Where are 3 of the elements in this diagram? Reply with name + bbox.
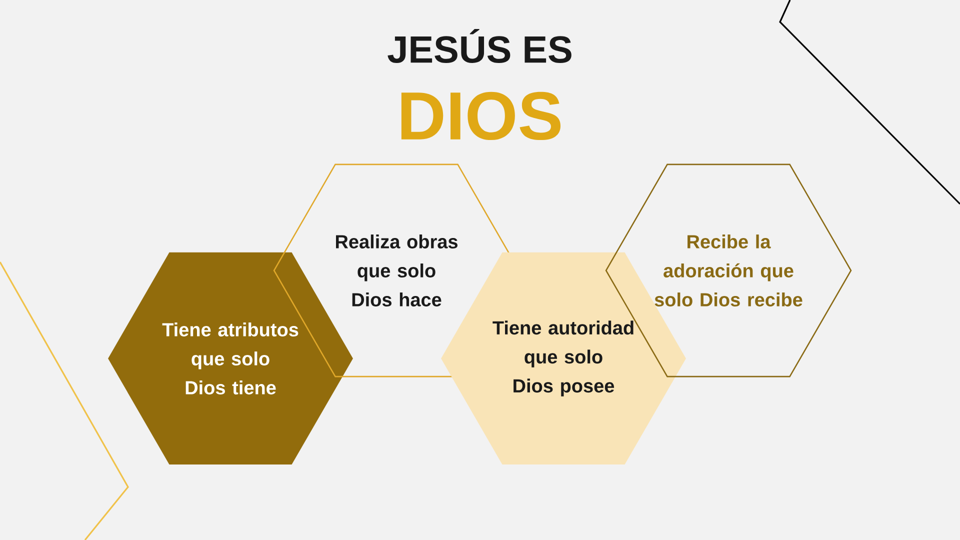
title-word: DIOS — [401, 92, 560, 140]
hexagon: Tiene atributos que solo Dios tiene — [108, 252, 353, 465]
title: JESÚS ES — [388, 28, 572, 64]
